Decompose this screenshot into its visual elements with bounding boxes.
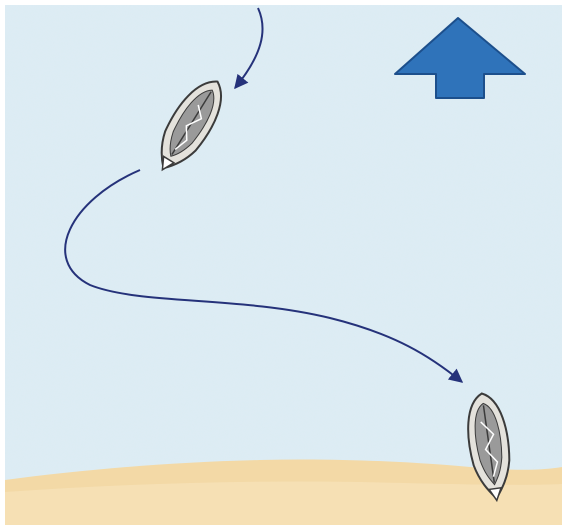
- beach-highlight: [5, 481, 562, 525]
